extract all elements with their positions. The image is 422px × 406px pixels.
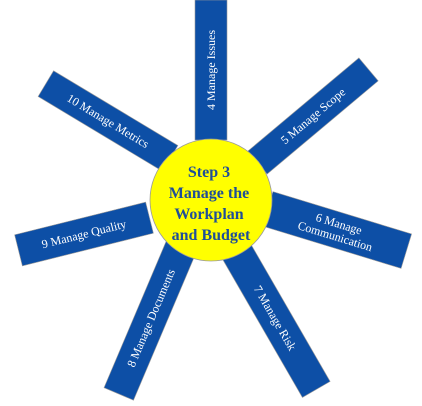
spoke-quality: 9 Manage Quality: [14, 201, 154, 267]
hub-circle: [149, 138, 273, 262]
spoke-documents: 8 Manage Documents: [103, 235, 199, 401]
spoke-label-line: 4 Manage Issues: [204, 30, 218, 110]
spoke-label: 10 Manage Metrics: [64, 91, 151, 151]
spoke-issues: 4 Manage Issues: [194, 0, 228, 141]
hub-label: Step 3 Manage the Workplan and Budget: [169, 164, 253, 244]
spoke-label-line: 10 Manage Metrics: [64, 91, 151, 151]
spoke-label-line: 5 Manage Scope: [278, 85, 348, 147]
hub-label-line: and Budget: [172, 227, 251, 244]
spokes-layer: 4 Manage Issues 5 Manage Scope 6 ManageCom…: [14, 0, 412, 401]
hub-label-line: Workplan: [174, 206, 243, 223]
spoke-communication: 6 ManageCommunication: [262, 191, 412, 269]
spoke-scope: 5 Manage Scope: [247, 57, 379, 175]
spoke-metrics: 10 Manage Metrics: [37, 70, 179, 172]
hub-label-line: Step 3: [188, 164, 230, 181]
spoke-label: 4 Manage Issues: [204, 30, 218, 110]
spoke-label: 5 Manage Scope: [278, 85, 348, 147]
spoke-bar: [14, 201, 154, 267]
hub-label-line: Manage the: [169, 185, 249, 202]
spoke-risk: 7 Manage Risk: [219, 238, 331, 398]
hub: Step 3 Manage the Workplan and Budget: [149, 138, 273, 262]
